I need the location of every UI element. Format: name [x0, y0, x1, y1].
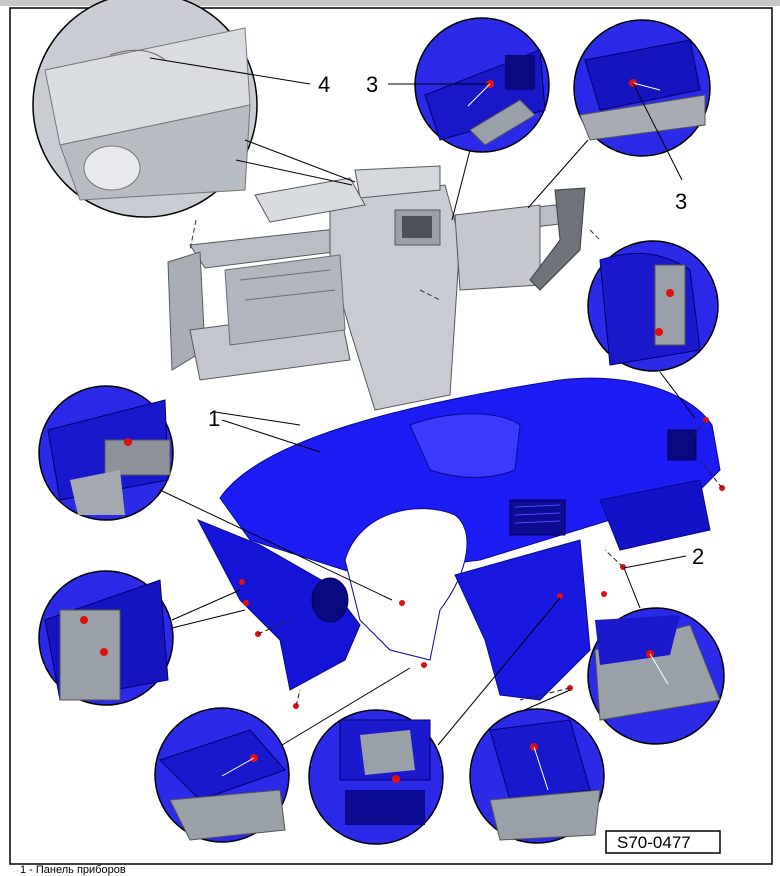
callout-leader-1 [221, 419, 321, 453]
callout-label-3b: 3 [675, 189, 687, 214]
detail-view-right-side [587, 240, 719, 419]
figure-code-box [605, 830, 721, 854]
leader-lines [214, 139, 589, 426]
detail-view-callout-2 [587, 555, 725, 745]
callout-label-2: 2 [692, 544, 704, 569]
figure-caption: 1 - Панель приборов [20, 864, 126, 876]
detail-view-left-lower [38, 570, 246, 706]
detail-view-callout-3a [388, 17, 550, 153]
detail-view-left-upper [38, 385, 393, 601]
dashboard-panel [196, 377, 721, 701]
detail-view-callout-3b [573, 19, 711, 181]
screw-dashed-lines [257, 419, 723, 707]
detail-view-callout-4 [32, 0, 311, 218]
callout-label-4: 4 [318, 72, 330, 97]
detail-view-bottom-3 [469, 689, 605, 844]
callout-label-3a: 3 [366, 72, 378, 97]
callout-label-1: 1 [208, 406, 220, 431]
detail-view-bottom-1 [154, 667, 411, 843]
heater-crossmember-assembly [167, 165, 601, 411]
detail-view-bottom-2 [308, 597, 561, 845]
figure-code: S70-0477 [617, 833, 691, 852]
